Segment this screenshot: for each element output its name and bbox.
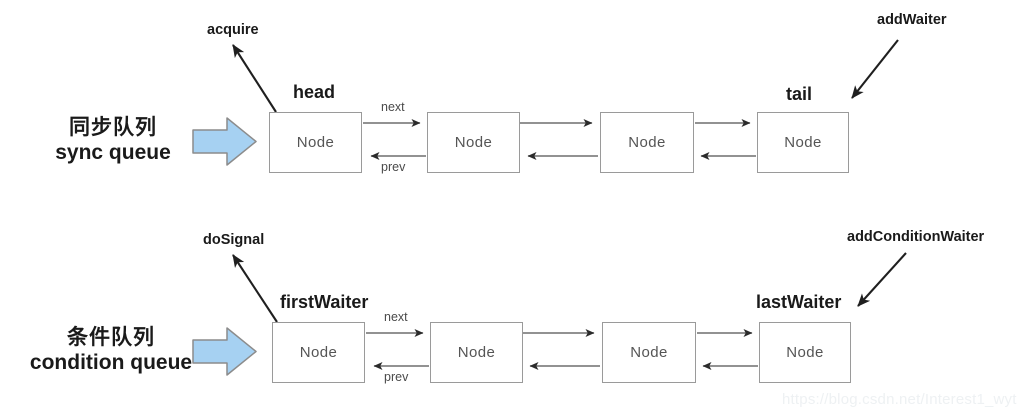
addconditionwaiter-callout-arrow xyxy=(857,252,907,307)
node-text: Node xyxy=(457,344,496,361)
node-text: Node xyxy=(454,134,493,151)
addwaiter-method-label: addWaiter xyxy=(877,12,947,28)
dosignal-method-label: doSignal xyxy=(203,232,265,248)
condition-queue-next-label: next xyxy=(384,310,408,324)
condition-queue-label-cn: 条件队列 xyxy=(67,326,155,349)
firstwaiter-label: firstWaiter xyxy=(280,292,369,312)
condition-queue-block-arrow xyxy=(192,327,257,376)
condition-queue-label: 条件队列 condition queue xyxy=(6,326,216,376)
source-watermark: https://blog.csdn.net/Interest1_wyt xyxy=(782,391,1017,408)
sync-queue-label-cn: 同步队列 xyxy=(69,116,157,139)
condition-queue-node-3: Node xyxy=(602,322,696,383)
sync-queue-node-3: Node xyxy=(600,112,694,173)
tail-label: tail xyxy=(786,84,813,104)
node-text: Node xyxy=(630,344,668,361)
condition-queue-connectors xyxy=(366,329,758,370)
node-text: Node xyxy=(296,134,335,151)
sync-queue-node-4: Node xyxy=(757,112,849,173)
sync-queue-node-1: Node xyxy=(269,112,362,173)
condition-queue-label-en: condition queue xyxy=(29,350,193,374)
sync-queue-next-label: next xyxy=(381,100,405,114)
sync-queue-prev-label: prev xyxy=(381,160,406,174)
node-text: Node xyxy=(299,344,338,361)
node-text: Node xyxy=(628,134,666,151)
acquire-callout-arrow xyxy=(232,44,277,113)
condition-queue-node-2: Node xyxy=(430,322,523,383)
acquire-method-label: acquire xyxy=(207,22,259,38)
sync-queue-label-en: sync queue xyxy=(55,140,171,164)
sync-queue-connectors xyxy=(363,119,756,160)
sync-queue-label: 同步队列 sync queue xyxy=(18,116,208,166)
head-label: head xyxy=(293,82,336,102)
node-text: Node xyxy=(786,344,824,361)
addwaiter-callout-arrow xyxy=(851,39,899,99)
condition-queue-node-1: Node xyxy=(272,322,365,383)
sync-queue-block-arrow xyxy=(192,117,257,166)
node-text: Node xyxy=(784,134,822,151)
condition-queue-prev-label: prev xyxy=(384,370,409,384)
addconditionwaiter-method-label: addConditionWaiter xyxy=(847,229,985,245)
lastwaiter-label: lastWaiter xyxy=(756,292,842,312)
condition-queue-node-4: Node xyxy=(759,322,851,383)
sync-queue-node-2: Node xyxy=(427,112,520,173)
dosignal-callout-arrow xyxy=(232,254,278,323)
